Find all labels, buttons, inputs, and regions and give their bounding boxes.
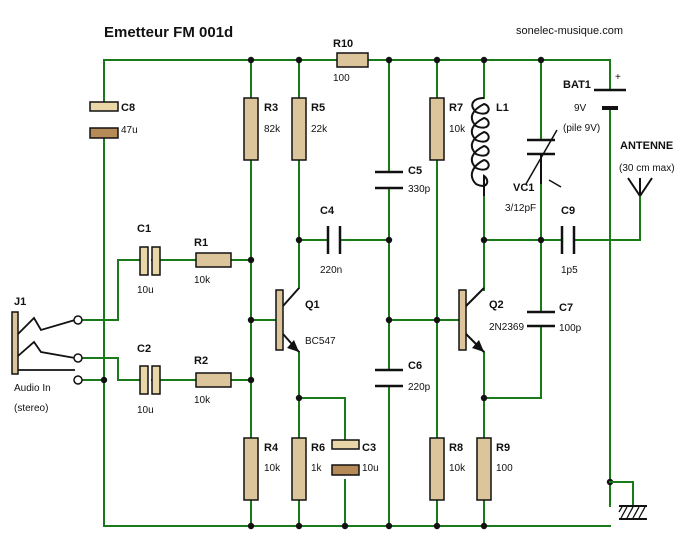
inductor-l1: L1 — [470, 97, 509, 196]
j1-note: (stereo) — [14, 403, 48, 414]
j1-label: J1 — [14, 296, 26, 308]
resistor-r6: R6 1k — [291, 437, 325, 501]
capacitor-c9: C9 1p5 — [560, 205, 578, 276]
resistor-r9: R9 100 — [476, 437, 513, 501]
q2-label: Q2 — [489, 299, 504, 311]
antenna-label: ANTENNE — [620, 140, 673, 152]
website-credit: sonelec-musique.com — [516, 25, 623, 37]
transistor-q1: Q1 BC547 — [275, 287, 336, 353]
resistor-r3: R3 82k — [243, 97, 281, 161]
bat1-note: (pile 9V) — [563, 123, 600, 134]
r2-label: R2 — [194, 355, 208, 367]
transistor-q2: Q2 2N2369 — [458, 287, 524, 353]
r1-value: 10k — [194, 275, 211, 286]
c9-value: 1p5 — [561, 265, 578, 276]
antenna-length: (30 cm max) — [619, 163, 675, 174]
battery-plus-sign: + — [615, 72, 621, 83]
c7-label: C7 — [559, 302, 573, 314]
schematic-title: Emetteur FM 001d — [104, 24, 233, 41]
c8-label: C8 — [121, 102, 135, 114]
r3-label: R3 — [264, 102, 278, 114]
c4-value: 220n — [320, 265, 342, 276]
junction-dots — [100, 56, 614, 530]
r3-value: 82k — [264, 124, 281, 135]
r10-value: 100 — [333, 73, 350, 84]
r4-value: 10k — [264, 463, 281, 474]
capacitor-c1: C1 10u — [137, 223, 161, 296]
c5-value: 330p — [408, 184, 431, 195]
capacitor-c6: C6 220p — [375, 360, 431, 393]
c6-value: 220p — [408, 382, 431, 393]
r6-value: 1k — [311, 463, 323, 474]
antenna: ANTENNE (30 cm max) — [619, 140, 675, 197]
resistor-r1: R1 10k — [194, 237, 232, 286]
wires — [82, 59, 641, 527]
resistor-r7: R7 10k — [429, 97, 466, 161]
r2-value: 10k — [194, 395, 211, 406]
audio-jack-j1: J1 Audio In (stereo) — [11, 296, 83, 414]
c5-label: C5 — [408, 165, 422, 177]
r5-label: R5 — [311, 102, 325, 114]
r4-label: R4 — [264, 442, 279, 454]
c1-label: C1 — [137, 223, 151, 235]
capacitor-c3: C3 10u — [331, 439, 379, 476]
r7-value: 10k — [449, 124, 466, 135]
q1-value: BC547 — [305, 336, 336, 347]
resistor-r4: R4 10k — [243, 437, 281, 501]
q1-label: Q1 — [305, 299, 320, 311]
r10-label: R10 — [333, 38, 353, 50]
r8-value: 10k — [449, 463, 466, 474]
resistor-r5: R5 22k — [291, 97, 328, 161]
c4-label: C4 — [320, 205, 335, 217]
q2-value: 2N2369 — [489, 322, 524, 333]
r1-label: R1 — [194, 237, 208, 249]
ground-icon — [609, 481, 647, 520]
capacitor-c8: C8 47u — [89, 101, 138, 139]
c7-value: 100p — [559, 323, 582, 334]
r9-label: R9 — [496, 442, 510, 454]
c2-label: C2 — [137, 343, 151, 355]
variable-capacitor-vc1: VC1 3/12pF — [505, 129, 562, 214]
c1-value: 10u — [137, 285, 154, 296]
l1-label: L1 — [496, 102, 509, 114]
r5-value: 22k — [311, 124, 328, 135]
r6-label: R6 — [311, 442, 325, 454]
resistor-r10: R10 100 — [333, 38, 369, 84]
resistor-r2: R2 10k — [194, 355, 232, 406]
bat1-value: 9V — [574, 103, 587, 114]
c9-label: C9 — [561, 205, 575, 217]
r9-value: 100 — [496, 463, 513, 474]
c3-value: 10u — [362, 463, 379, 474]
c6-label: C6 — [408, 360, 422, 372]
capacitor-c4: C4 220n — [320, 205, 342, 276]
capacitor-c7: C7 100p — [527, 302, 582, 334]
r7-label: R7 — [449, 102, 463, 114]
vc1-value: 3/12pF — [505, 203, 536, 214]
c8-value: 47u — [121, 125, 138, 136]
vc1-label: VC1 — [513, 182, 534, 194]
capacitor-c2: C2 10u — [137, 343, 161, 416]
r8-label: R8 — [449, 442, 463, 454]
bat1-label: BAT1 — [563, 79, 591, 91]
j1-value: Audio In — [14, 383, 51, 394]
c2-value: 10u — [137, 405, 154, 416]
capacitor-c5: C5 330p — [375, 165, 431, 195]
resistor-r8: R8 10k — [429, 437, 466, 501]
battery-bat1: BAT1 + 9V (pile 9V) — [563, 72, 626, 134]
c3-label: C3 — [362, 442, 376, 454]
